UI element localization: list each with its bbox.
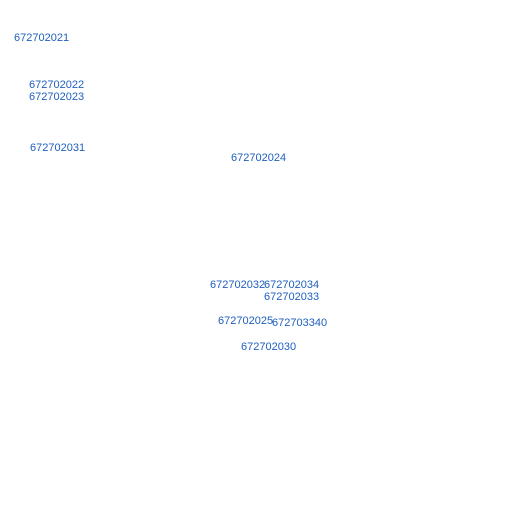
id-link-672702034[interactable]: 672702034	[264, 279, 320, 291]
id-link-672702022[interactable]: 672702022	[29, 79, 85, 91]
id-link-672702031[interactable]: 672702031	[30, 142, 86, 154]
id-link-672702023[interactable]: 672702023	[29, 91, 85, 103]
id-link-672702021[interactable]: 672702021	[14, 32, 70, 44]
id-link-672703340[interactable]: 672703340	[272, 317, 328, 329]
id-link-672702030[interactable]: 672702030	[241, 341, 297, 353]
id-link-672702024[interactable]: 672702024	[231, 152, 287, 164]
id-link-672702032[interactable]: 672702032	[210, 279, 266, 291]
id-link-672702025[interactable]: 672702025	[218, 315, 274, 327]
id-link-672702033[interactable]: 672702033	[264, 291, 320, 303]
